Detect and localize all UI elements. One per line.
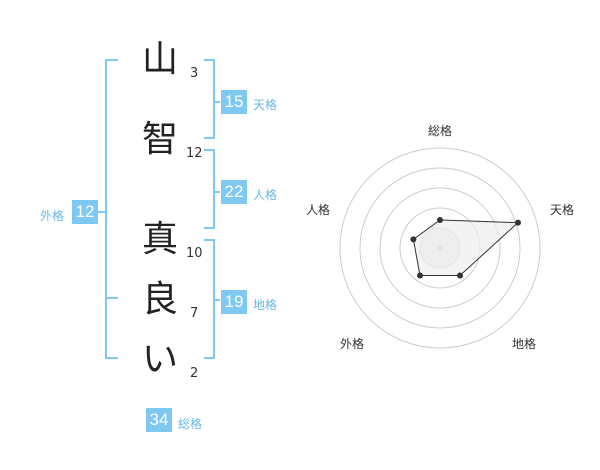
radar-label-soukaku: 総格	[427, 124, 452, 138]
name-char-5: い	[142, 339, 179, 380]
radar-label-jinkaku: 人格	[305, 203, 330, 217]
radar-ring	[359, 167, 521, 329]
soukaku-score: 34	[146, 408, 172, 432]
tenkaku-score: 15	[221, 90, 247, 114]
radar-label-tenkaku: 天格	[549, 203, 574, 217]
stroke-count-1: 3	[190, 66, 199, 81]
radar-point-soukaku	[437, 217, 443, 223]
gaikaku-label: 外格	[40, 209, 65, 223]
name-char-4: 良	[142, 279, 179, 320]
radar-points	[410, 217, 521, 279]
radar-ring	[379, 187, 501, 309]
name-char-1: 山	[142, 39, 179, 80]
radar-point-jinkaku	[410, 236, 417, 243]
radar-label-chikaku: 地格	[511, 337, 536, 351]
soukaku-label: 総格	[178, 417, 203, 431]
stroke-count-2: 12	[186, 146, 203, 161]
chikaku-score: 19	[221, 290, 247, 314]
name-char-3: 真	[142, 219, 179, 260]
radar-point-gaikaku	[417, 272, 424, 279]
radar-label-gaikaku: 外格	[339, 337, 364, 351]
radar-point-tenkaku	[514, 219, 521, 226]
radar-point-chikaku	[456, 272, 463, 279]
radar-ring	[339, 147, 541, 349]
chikaku-label: 地格	[253, 298, 278, 312]
stroke-count-5: 2	[190, 366, 199, 381]
jinkaku-score: 22	[221, 180, 247, 204]
gaikaku-score: 12	[72, 200, 98, 224]
radar-polygon	[412, 219, 520, 277]
stroke-count-3: 10	[186, 246, 203, 261]
tenkaku-label: 天格	[253, 98, 278, 112]
name-char-2: 智	[142, 119, 179, 160]
jinkaku-label: 人格	[253, 188, 278, 202]
stroke-count-4: 7	[190, 306, 199, 321]
